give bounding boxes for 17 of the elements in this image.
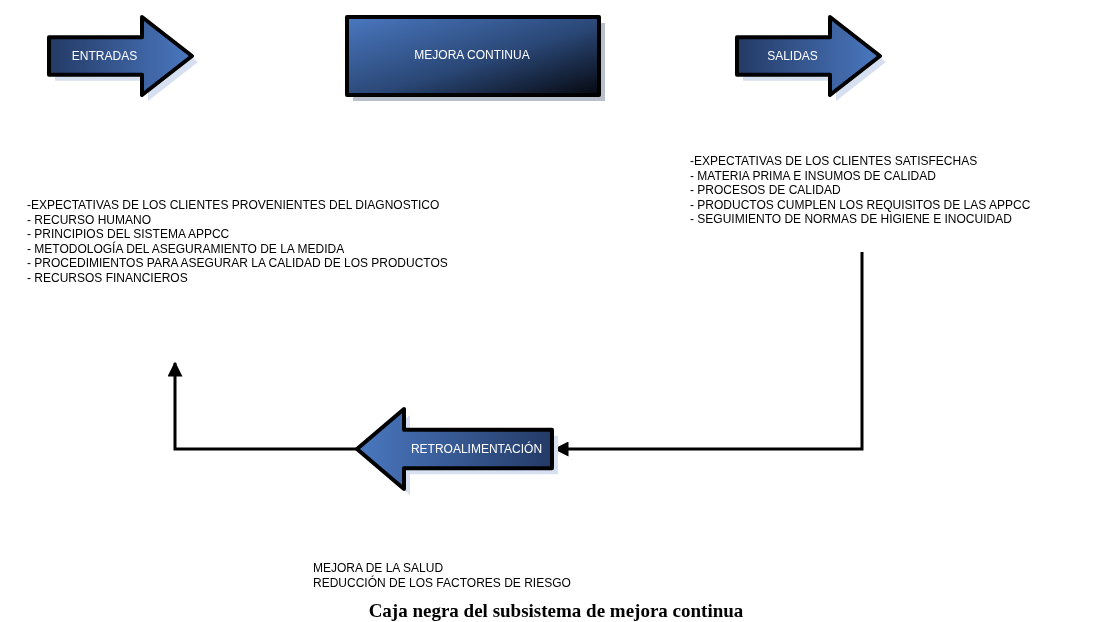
caption: Caja negra del subsistema de mejora continua (367, 600, 745, 622)
list-item: -EXPECTATIVAS DE LOS CLIENTES SATISFECHAS (690, 154, 979, 169)
list-item: -EXPECTATIVAS DE LOS CLIENTES PROVENIENTES DEL DIAGNOSTICO (27, 198, 441, 213)
note-text: MEJORA DE LA SALUD (313, 561, 444, 575)
list-item: - METODOLOGÍA DEL ASEGURAMIENTO DE LA MEDIDA (27, 241, 346, 257)
note-text: REDUCCIÓN DE LOS FACTORES DE RIESGO (313, 576, 571, 591)
process-box (345, 15, 607, 103)
list-item: - RECURSO HUMANO (27, 212, 152, 228)
list-item: - MATERIA PRIMA E INSUMOS DE CALIDAD (690, 168, 937, 184)
list-item: - PRINCIPIOS DEL SISTEMA APPCC (27, 227, 231, 242)
list-item: - SEGUIMIENTO DE NORMAS DE HIGIENE E INOCUIDAD (690, 212, 1013, 227)
list-item: - PRODUCTOS CUMPLEN LOS REQUISITOS DE LAS APPCC (690, 197, 1032, 213)
list-item: - RECURSOS FINANCIEROS (27, 270, 189, 286)
list-item: - PROCEDIMIENTOS PARA ASEGURAR LA CALIDAD DE LOS PRODUCTOS (27, 256, 449, 271)
list-item: - PROCESOS DE CALIDAD (690, 183, 842, 198)
connector-arrow (167, 361, 357, 451)
arrow-label: MEJORA CONTINUA (414, 48, 530, 62)
